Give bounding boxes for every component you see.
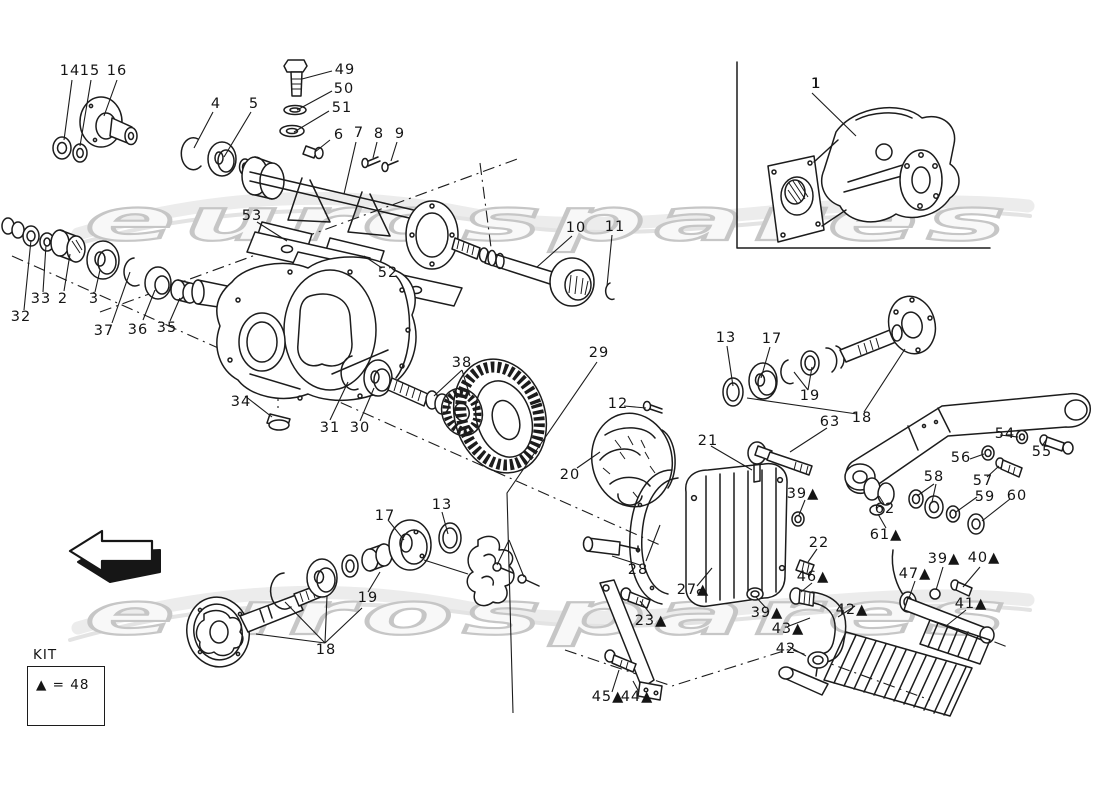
upper-axle-group xyxy=(722,295,937,407)
oil-cooler-group xyxy=(778,549,995,717)
rear-cover-group xyxy=(685,441,815,608)
breather-hose-group xyxy=(789,587,847,677)
trailing-arm-group xyxy=(844,392,1091,535)
kit-legend-text: ▲ = 48 xyxy=(36,677,90,693)
carrier-housing xyxy=(191,256,417,431)
support-strap-group xyxy=(599,579,663,701)
kit-legend: KIT ▲ = 48 xyxy=(27,647,105,726)
inset-part-label: 1 xyxy=(811,76,821,92)
direction-arrow xyxy=(68,529,161,583)
ring-and-pinion-group xyxy=(340,355,548,474)
differential-case-assembly xyxy=(590,400,676,508)
drive-shaft-group xyxy=(451,237,615,307)
kit-box: ▲ = 48 xyxy=(27,666,105,726)
inset-assembled-differential xyxy=(736,61,991,249)
cover-gasket-group xyxy=(582,469,679,605)
kit-title: KIT xyxy=(33,647,58,663)
carrier-bolt-group xyxy=(279,59,399,173)
leader-lines xyxy=(23,70,1047,714)
pinion-flange-group xyxy=(52,96,252,177)
